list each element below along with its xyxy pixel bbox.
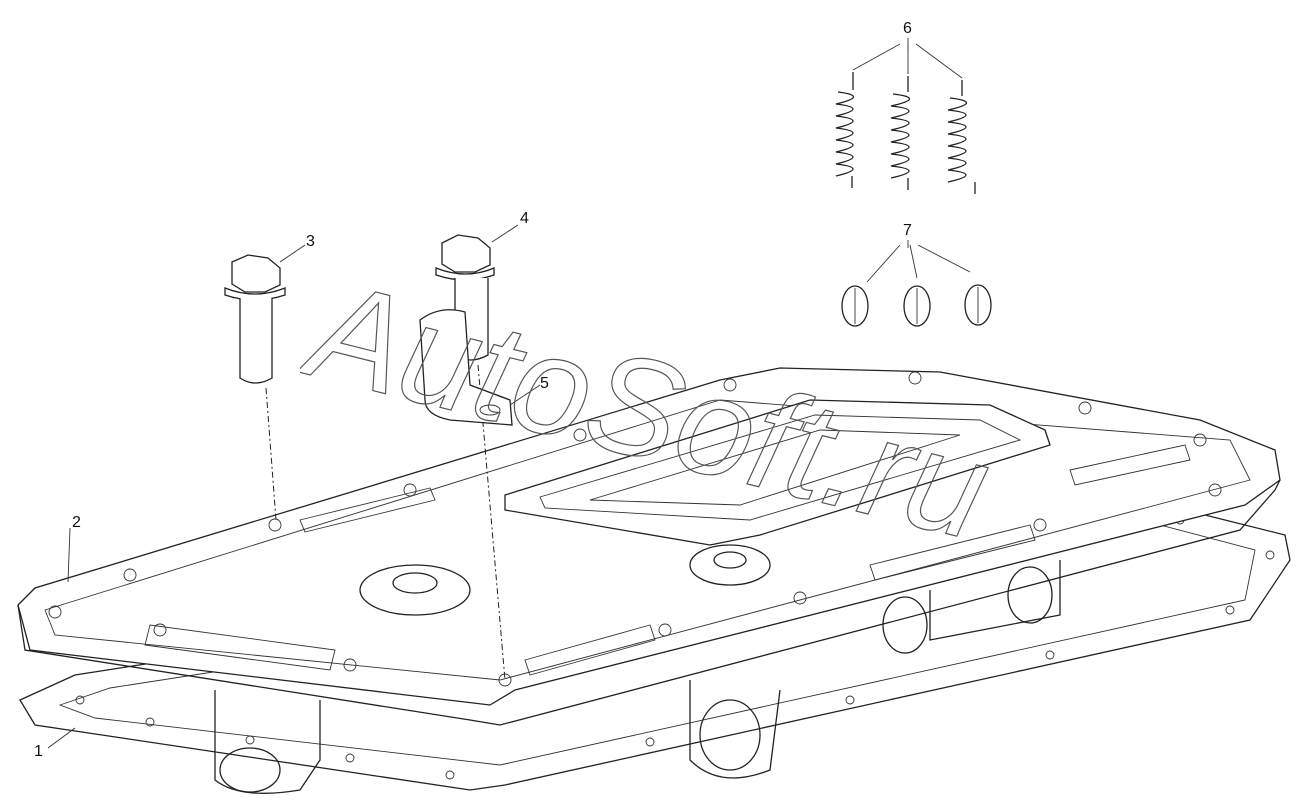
callout-labels: 1 2 3 4 5 6 7 — [34, 20, 912, 760]
callout-3: 3 — [306, 233, 315, 250]
callout-4: 4 — [520, 210, 529, 227]
callout-1: 1 — [34, 743, 43, 760]
bolt-part-3 — [224, 254, 286, 521]
lower-housing — [214, 560, 1061, 794]
leader-lines — [47, 38, 971, 749]
springs-part-6 — [835, 72, 976, 194]
detent-balls-part-7 — [841, 284, 992, 327]
callout-6: 6 — [903, 20, 912, 37]
callout-5: 5 — [540, 375, 549, 392]
bracket-part-5 — [419, 309, 513, 426]
cover-plate-part-2 — [17, 367, 1281, 726]
callout-2: 2 — [72, 514, 81, 531]
callout-7: 7 — [903, 222, 912, 239]
